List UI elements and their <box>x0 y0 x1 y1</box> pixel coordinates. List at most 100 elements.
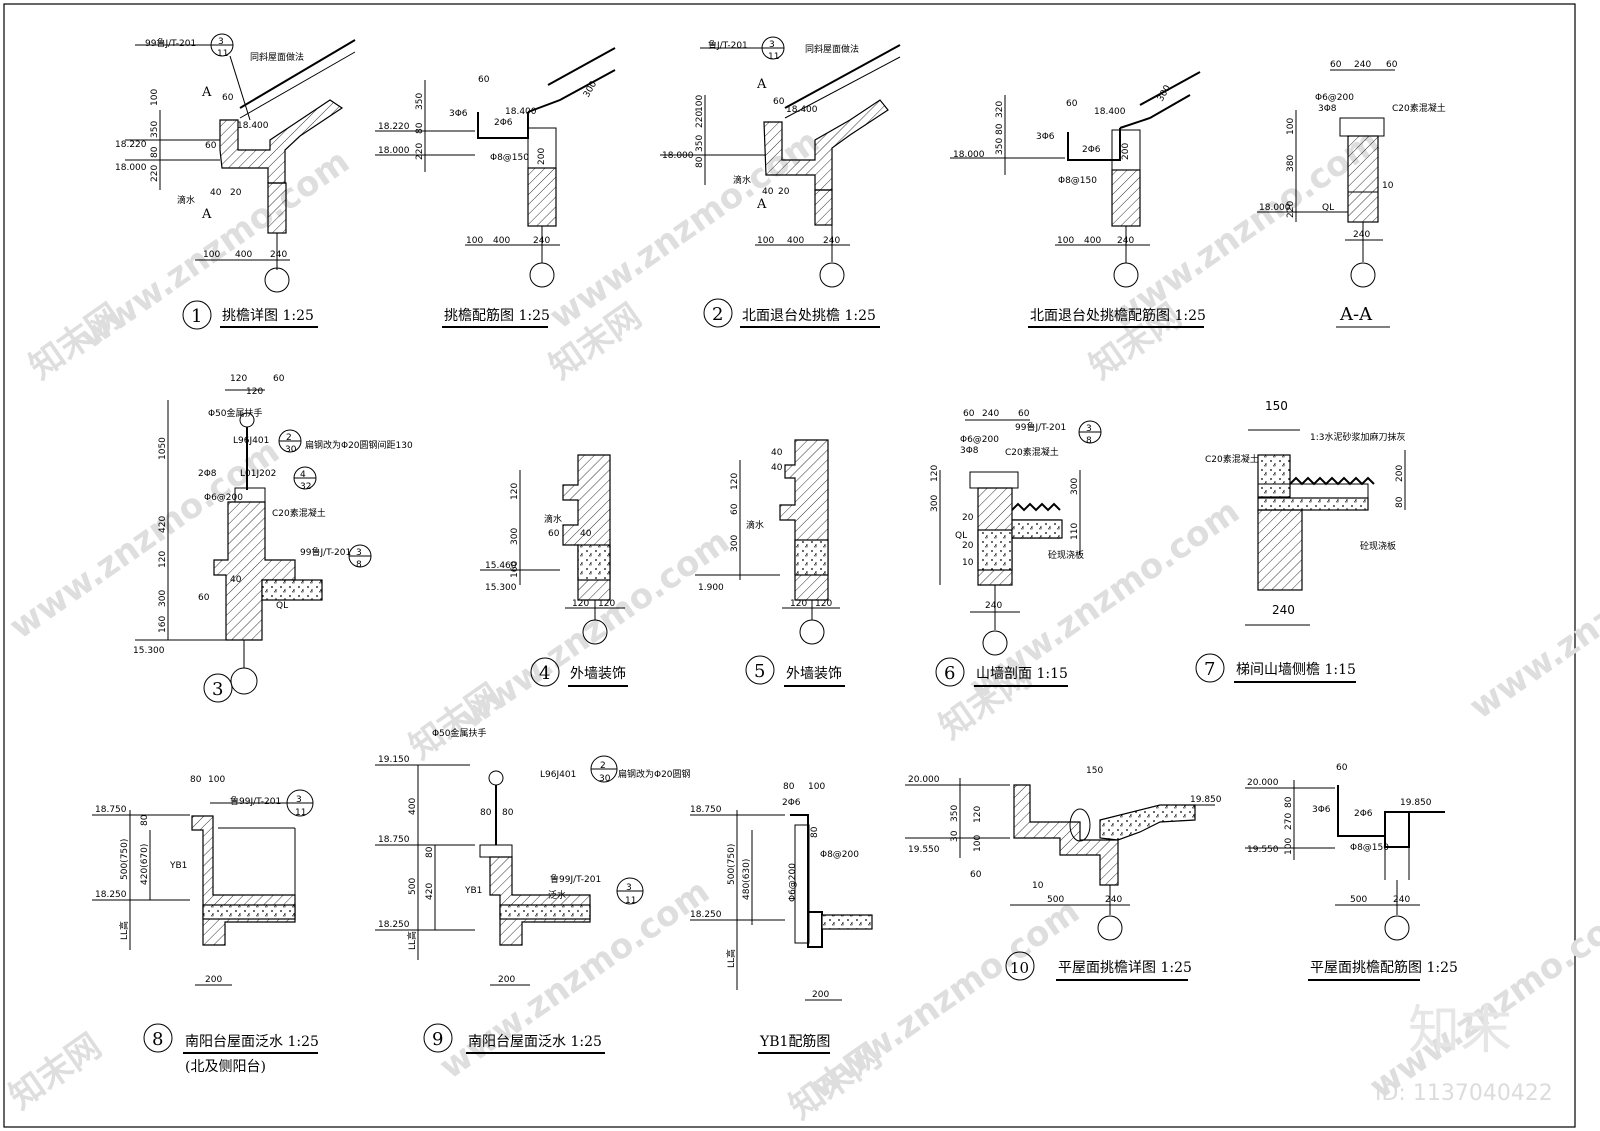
note-text: 3Φ8 <box>1318 104 1337 114</box>
detail-title: 外墙装饰 <box>570 666 626 682</box>
dim-text: 200 <box>1121 143 1131 160</box>
detail-title: 梯间山墙侧檐 1:15 <box>1236 662 1356 678</box>
section-mark: A <box>756 77 767 92</box>
dim-text: 300 <box>930 495 940 512</box>
dim-text: 500(750) <box>727 844 737 885</box>
axis-bubble <box>1384 915 1410 941</box>
watermark-text: www.znzmo.com <box>1462 511 1600 727</box>
section-mark: A <box>201 207 212 222</box>
dim-text: 100 <box>466 236 483 246</box>
brand-watermark: 知末 <box>1408 1001 1512 1061</box>
detail-14-flat-roof-eave: 20.000 19.850 19.550 150 350 120 30 100 … <box>905 766 1222 981</box>
slab-section <box>499 904 591 920</box>
note-text: LL高 <box>406 931 418 950</box>
slab-section <box>261 579 323 601</box>
roof-line <box>239 51 356 119</box>
note-text: 3 <box>626 883 632 893</box>
dim-text: 200 <box>537 148 547 165</box>
dim-text: 420 <box>158 516 168 533</box>
note-text: 11 <box>217 49 228 59</box>
axis-bubble <box>1097 915 1123 941</box>
dim-text: 350 <box>995 138 1005 155</box>
dim-text: 240 <box>1353 230 1370 240</box>
beam-section <box>977 529 1013 571</box>
dim-text: 60 <box>773 97 785 107</box>
detail-number-circle <box>1005 951 1035 981</box>
note-text: 3 <box>296 795 302 805</box>
axis-bubble <box>529 262 555 288</box>
note-text: 泛水 <box>548 889 566 901</box>
detail-5-section-aa: Φ6@200 3Φ8 C20素混凝土 18.000 QL 60 240 60 1… <box>1257 60 1446 328</box>
dim-text: 100 <box>808 782 825 792</box>
note-text: Φ6@200 <box>204 493 243 503</box>
parapet-section <box>1347 135 1379 223</box>
detail-title: 南阳台屋面泛水 1:25 <box>468 1034 602 1050</box>
coping-outline <box>969 471 1019 489</box>
dim-text: 60 <box>1386 60 1398 70</box>
note-text: 砼现浇板 <box>1048 549 1084 561</box>
note-text: 18.000 <box>1259 203 1291 213</box>
dim-text: 40 <box>771 463 783 473</box>
dim-text: 20 <box>962 513 974 523</box>
axis-bubble <box>799 619 825 645</box>
note-text: 18.400 <box>505 107 537 117</box>
axis-bubble <box>1350 262 1376 288</box>
eave-section <box>763 99 889 191</box>
dim-text: 60 <box>222 93 234 103</box>
note-text: Φ50金属扶手 <box>208 407 263 419</box>
dim-text: 400 <box>787 236 804 246</box>
note-text: Φ6@200 <box>1315 93 1354 103</box>
dim-text: 120 <box>158 551 168 568</box>
detail-13-yb1-rebar: 2Φ6 Φ8@200 Φ6@200 18.750 18.250 LL高 80 1… <box>690 782 873 1054</box>
note-text: 3 <box>356 548 362 558</box>
detail-number-circle <box>203 673 233 703</box>
plate-outline <box>794 824 810 944</box>
sheet-border <box>3 3 1576 1128</box>
note-text: 2Φ6 <box>782 798 801 808</box>
dim-text: 240 <box>270 250 287 260</box>
note-text: 18.400 <box>786 105 818 115</box>
note-text: 同斜屋面做法 <box>805 43 859 55</box>
dim-text: 120 <box>790 599 807 609</box>
dim-text: 80 <box>425 846 435 858</box>
note-text: 19.850 <box>1190 795 1222 805</box>
dim-text: 120 <box>730 473 740 490</box>
dim-text: 240 <box>1105 895 1122 905</box>
note-text: 扁钢改为Φ20圆钢间距130 <box>305 439 413 451</box>
note-text: 鲁99J/T-201 <box>550 873 601 885</box>
dim-text: 240 <box>982 409 999 419</box>
dim-text: 40 <box>762 187 774 197</box>
section-mark: A <box>201 85 212 100</box>
dim-text: 100 <box>973 835 983 852</box>
dim-text: 30 <box>950 830 960 842</box>
slab-section <box>202 904 296 920</box>
dim-text: 100 <box>757 236 774 246</box>
note-text: L01J202 <box>240 469 276 479</box>
dim-text: 480(630) <box>742 859 752 900</box>
detail-9-gable-wall-section: Φ6@200 3Φ8 C20素混凝土 99鲁J/T-201 3 8 QL 砼现浇… <box>930 409 1102 687</box>
note-text: 18.250 <box>95 890 127 900</box>
axis-bubble <box>230 667 258 695</box>
wall-section <box>779 439 829 601</box>
section-mark: A <box>756 197 767 212</box>
note-text: 99鲁J/T-201 <box>145 37 196 49</box>
dim-text: 80 <box>695 156 705 168</box>
note-text: C20素混凝土 <box>1005 446 1059 458</box>
wall-section <box>1257 509 1303 591</box>
drain-pipe <box>1069 808 1091 842</box>
note-text: 18.250 <box>378 920 410 930</box>
dim-text: 420(670) <box>140 844 150 885</box>
detail-number-circle <box>143 1023 173 1053</box>
detail-title: YB1配筋图 <box>759 1033 830 1050</box>
note-text: L96J401 <box>540 770 576 780</box>
dim-text: 60 <box>205 141 217 151</box>
dim-text: 60 <box>478 75 490 85</box>
detail-number: 6 <box>944 663 955 684</box>
roof-tiles <box>1011 502 1061 512</box>
dim-text: 100 <box>208 775 225 785</box>
dim-text: 80 <box>995 123 1005 135</box>
dim-text: 300 <box>1070 478 1080 495</box>
detail-number: 3 <box>212 679 223 700</box>
note-text: 300 <box>582 79 599 99</box>
dim-text: 40 <box>580 529 592 539</box>
